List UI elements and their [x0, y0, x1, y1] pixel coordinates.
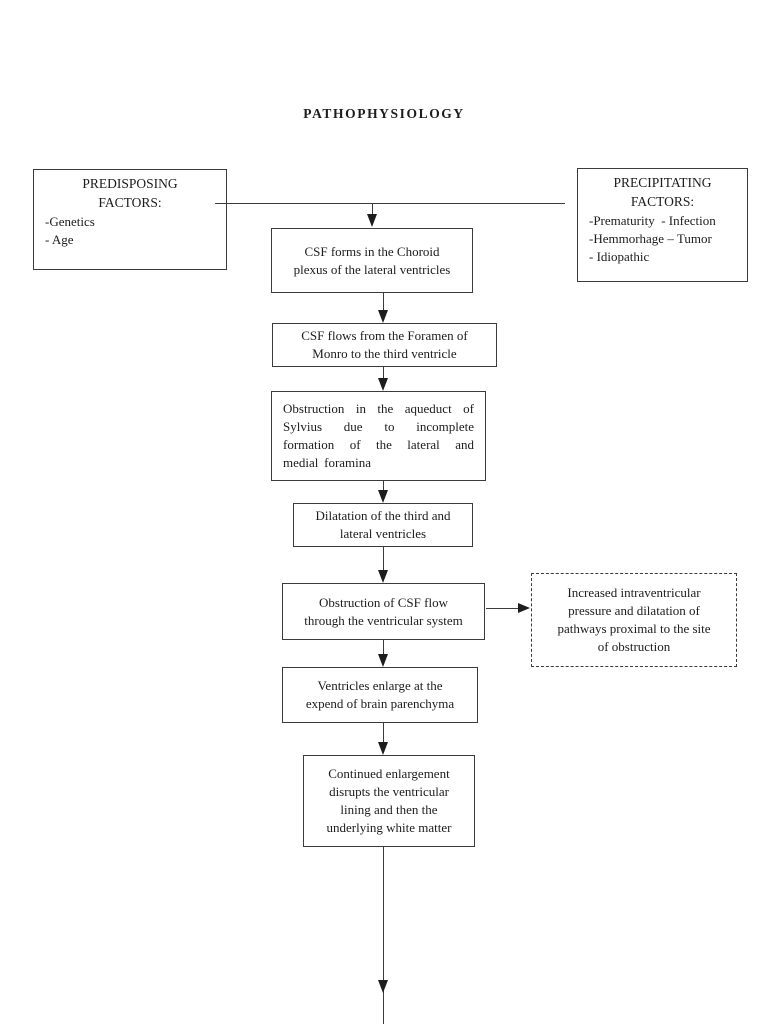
precipitating-factors-box: PRECIPITATING FACTORS: -Prematurity - In…	[577, 168, 748, 282]
flow-box-obstruction-aqueduct: Obstruction in the aqueduct of Sylvius d…	[271, 391, 486, 481]
side-note-box: Increased intraventricular pressure and …	[531, 573, 737, 667]
top-connector-line	[215, 203, 565, 205]
predisposing-heading: PREDISPOSING FACTORS:	[82, 176, 178, 210]
predisposing-item-genetics: -Genetics	[45, 213, 95, 229]
flow-box-csf-forms: CSF forms in the Choroid plexus of the l…	[271, 228, 473, 293]
precipitating-heading: PRECIPITATING FACTORS:	[613, 175, 712, 209]
page-title: PATHOPHYSIOLOGY	[303, 106, 465, 121]
flow-box-dilatation: Dilatation of the third and lateral vent…	[293, 503, 473, 547]
precipitating-item-idiopathic: - Idiopathic	[589, 249, 650, 265]
predisposing-item-age: - Age	[45, 231, 74, 247]
flow-box-ventricles-enlarge: Ventricles enlarge at the expend of brai…	[282, 667, 478, 723]
flow-box-csf-flows: CSF flows from the Foramen of Monro to t…	[272, 323, 497, 367]
predisposing-factors-box: PREDISPOSING FACTORS: -Genetics - Age	[33, 169, 227, 270]
precipitating-item-hemmorhage-tumor: -Hemmorhage – Tumor	[589, 230, 712, 246]
flow-box-obstruction-csf-flow: Obstruction of CSF flow through the vent…	[282, 583, 485, 640]
obstruction-aqueduct-text: Obstruction in the aqueduct of Sylvius d…	[283, 401, 474, 470]
precipitating-item-prematurity-infection: -Prematurity - Infection	[589, 212, 716, 228]
flow-box-continued-enlargement: Continued enlargement disrupts the ventr…	[303, 755, 475, 847]
